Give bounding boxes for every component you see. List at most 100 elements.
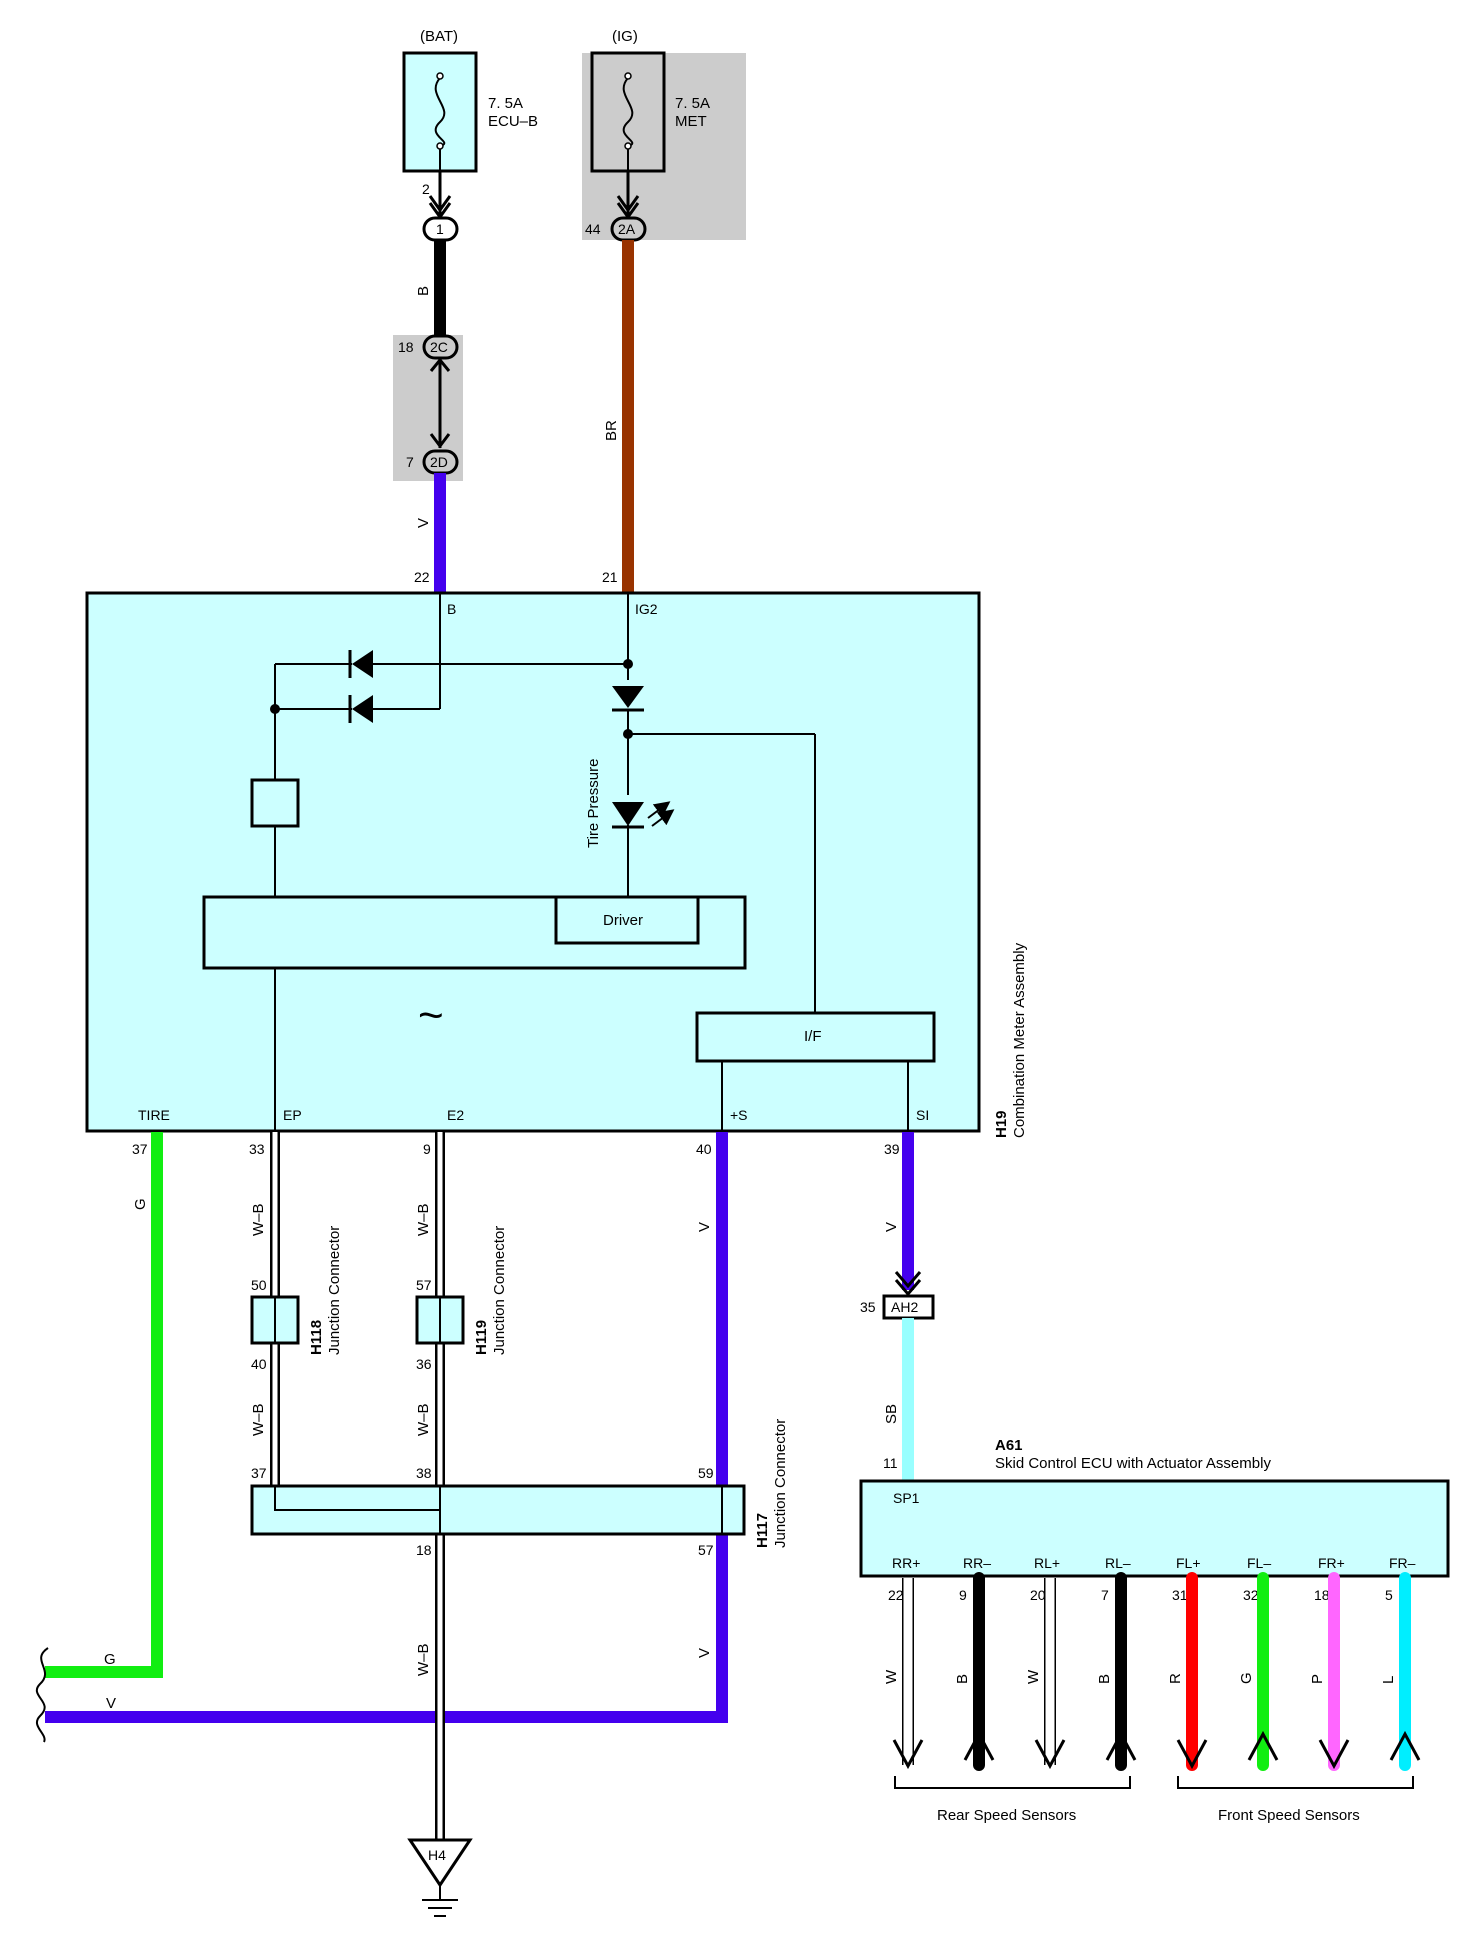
interface-block: [695, 1011, 936, 1063]
br-wire-label: BR: [603, 420, 620, 441]
v-wire-s: [45, 1132, 728, 1723]
meter-pin-e2-num: 9: [423, 1141, 431, 1157]
rear-speed-sensors-label: Rear Speed Sensors: [937, 1807, 1076, 1824]
ecu-pin-num-fl-plus: 31: [1172, 1587, 1188, 1603]
h117-pin-18: 18: [416, 1542, 432, 1558]
h117-pin-38: 38: [416, 1465, 432, 1481]
g-wire-label: G: [132, 1198, 149, 1210]
driver-label: Driver: [603, 912, 643, 929]
b-wire-label: B: [415, 286, 432, 296]
meter-pin-b-label: B: [447, 601, 456, 617]
h118-pin-top: 50: [251, 1277, 267, 1293]
ecu-pin-label-rr-plus: RR+: [892, 1555, 920, 1571]
rear-sensor-bracket: [894, 1776, 1131, 1789]
h117-name: Junction Connector: [772, 1419, 789, 1548]
h117-pin-37: 37: [251, 1465, 267, 1481]
ig-fuse-element: [622, 77, 634, 147]
ecu-pin-num-rl-minus: 7: [1101, 1587, 1109, 1603]
diode-ig2: [612, 686, 644, 712]
ecu-arrow-fr-plus: [1318, 1739, 1350, 1770]
ecu-wire-label-rr-plus: W: [883, 1669, 900, 1684]
h119-pin-top: 57: [416, 1277, 432, 1293]
driver-block: [554, 895, 700, 945]
front-speed-sensors-label: Front Speed Sensors: [1218, 1807, 1360, 1824]
ecu-wire-label-fr-plus: P: [1309, 1674, 1326, 1684]
bat-fuse-pin: 2: [422, 181, 430, 197]
ecu-pin-label-rl-plus: RL+: [1034, 1555, 1060, 1571]
h117-wb-wire-label: W–B: [415, 1643, 432, 1676]
ecu-arrow-rl-minus: [1105, 1730, 1137, 1761]
h119-code: H119: [473, 1320, 490, 1355]
diode-upper: [348, 650, 373, 678]
connector-1-label: 1: [436, 221, 444, 237]
h118-code: H118: [308, 1320, 325, 1355]
ecu-pin-num-rr-minus: 9: [959, 1587, 967, 1603]
ecu-wire-label-rl-minus: B: [1096, 1674, 1113, 1684]
ground-h4: [407, 1838, 473, 1917]
sb-wire-label: SB: [883, 1404, 900, 1424]
skid-control-ecu-box: [859, 1479, 1450, 1578]
connector-ah2-label: AH2: [891, 1299, 918, 1315]
ig-fuse-name: MET: [675, 113, 707, 130]
ecu-pin-num-fl-minus: 32: [1243, 1587, 1259, 1603]
ecu-pin-num-fr-plus: 18: [1314, 1587, 1330, 1603]
diode-lower: [348, 695, 373, 723]
meter-pin-s-num: 40: [696, 1141, 712, 1157]
tire-pressure-label: Tire Pressure: [585, 759, 602, 848]
meter-pin-ep-num: 33: [249, 1141, 265, 1157]
bat-fuse-rating: 7. 5A: [488, 95, 523, 112]
connector-2d-label: 2D: [430, 454, 448, 470]
h119-name: Junction Connector: [491, 1226, 508, 1355]
ecu-pin-label-fr-minus: FR–: [1389, 1555, 1416, 1571]
ecu-code: A61: [995, 1437, 1023, 1454]
h119-pin-bottom: 36: [416, 1356, 432, 1372]
ecu-pin-label-fr-plus: FR+: [1318, 1555, 1345, 1571]
h117-v-wire-label: V: [696, 1648, 713, 1658]
ecu-wire-label-rl-plus: W: [1025, 1669, 1042, 1684]
ig-fuse-pin: 44: [585, 221, 601, 237]
ecu-arrow-rr-plus: [892, 1739, 924, 1770]
h118-pin-bottom: 40: [251, 1356, 267, 1372]
ecu-output-wires: RR+22WRR–9BRL+20WRL–7BFL+31RFL–32GFR+18P…: [883, 1555, 1421, 1771]
meter-name: Combination Meter Assembly: [1011, 942, 1028, 1138]
meter-pin-si-num: 39: [884, 1141, 900, 1157]
connector-2c-pin: 18: [398, 339, 414, 355]
ecu-arrow-fl-plus: [1176, 1739, 1208, 1770]
meter-pin-si-label: SI: [916, 1107, 929, 1123]
meter-pin-ig2-label: IG2: [635, 601, 658, 617]
ecu-arrow-fl-minus: [1247, 1730, 1279, 1761]
ecu-wire-label-fr-minus: L: [1380, 1676, 1397, 1684]
h119-wire-label: W–B: [415, 1403, 432, 1436]
meter-pin-e2-label: E2: [447, 1107, 464, 1123]
ecu-pin-num-fr-minus: 5: [1385, 1587, 1393, 1603]
bat-fuse-element: [434, 77, 446, 147]
meter-pin-b-num: 22: [414, 569, 430, 585]
ig-source-label: (IG): [612, 28, 638, 45]
ecu-pin-label-rr-minus: RR–: [963, 1555, 991, 1571]
h118-name: Junction Connector: [326, 1226, 343, 1355]
h117-pin-57: 57: [698, 1542, 714, 1558]
ecu-pin-num-rl-plus: 20: [1030, 1587, 1046, 1603]
ecu-pin-label-rl-minus: RL–: [1105, 1555, 1131, 1571]
bat-source-label: (BAT): [420, 28, 458, 45]
interface-label: I/F: [804, 1028, 822, 1045]
v-wire-si-label: V: [883, 1222, 900, 1232]
v-wire-s-label: V: [696, 1222, 713, 1232]
connector-2c-label: 2C: [430, 339, 448, 355]
relay-box: [250, 778, 300, 828]
ecu-arrow-rr-minus: [963, 1730, 995, 1761]
meter-pin-ig2-num: 21: [602, 569, 618, 585]
connector-2d-pin: 7: [406, 454, 414, 470]
h117-pin-59: 59: [698, 1465, 714, 1481]
tire-pressure-lamp: [612, 801, 675, 829]
signal-wave-symbol: ~: [418, 991, 444, 1040]
meter-pin-ep-label: EP: [283, 1107, 302, 1123]
connector-ah2-pin: 35: [860, 1299, 876, 1315]
ecu-wire-label-rr-minus: B: [954, 1674, 971, 1684]
v-wire-top-label: V: [415, 518, 432, 528]
meter-pin-s-label: +S: [730, 1107, 748, 1123]
h118-wire-label: W–B: [250, 1403, 267, 1436]
meter-code: H19: [993, 1110, 1010, 1138]
wire-break-symbol: [35, 1647, 49, 1743]
